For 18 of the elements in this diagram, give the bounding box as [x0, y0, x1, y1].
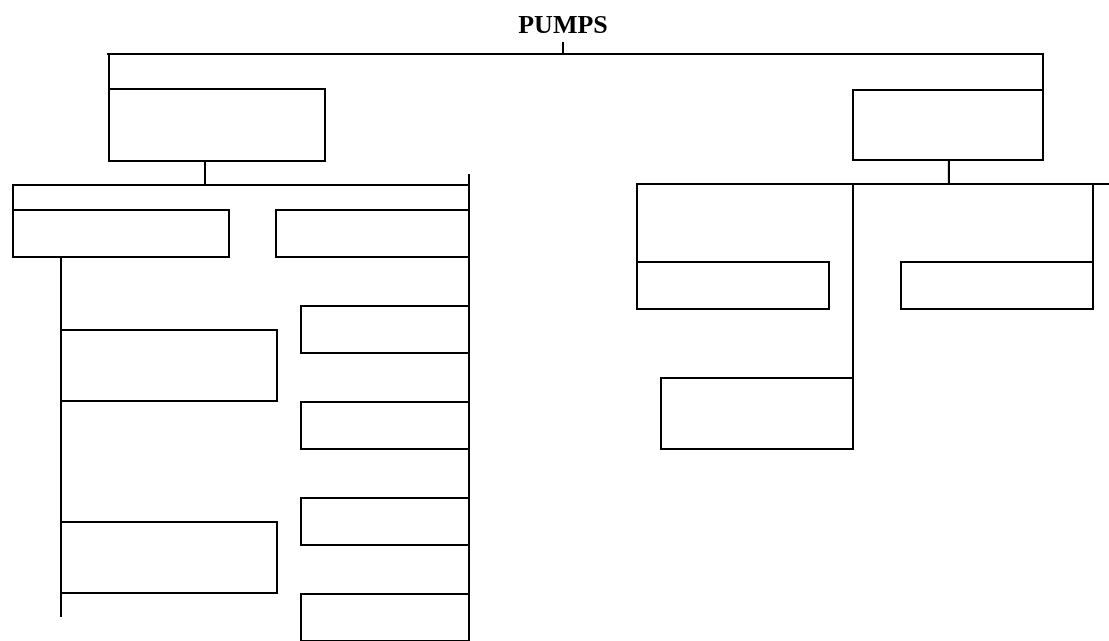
connector-line [204, 161, 470, 210]
empty-box [636, 261, 830, 310]
empty-box [900, 261, 1094, 310]
empty-box [852, 89, 1044, 161]
empty-box [60, 521, 278, 594]
connector-line [60, 257, 62, 522]
empty-box [60, 329, 278, 402]
empty-box [660, 377, 854, 450]
connector-line [852, 160, 950, 378]
empty-box [108, 88, 326, 162]
empty-box [300, 593, 470, 641]
empty-box [300, 497, 470, 546]
connector-line [468, 257, 471, 594]
empty-box [300, 401, 470, 450]
diagram-title: PUMPS [517, 10, 609, 40]
empty-box [300, 305, 470, 354]
empty-box [12, 209, 230, 258]
empty-box [275, 209, 470, 258]
